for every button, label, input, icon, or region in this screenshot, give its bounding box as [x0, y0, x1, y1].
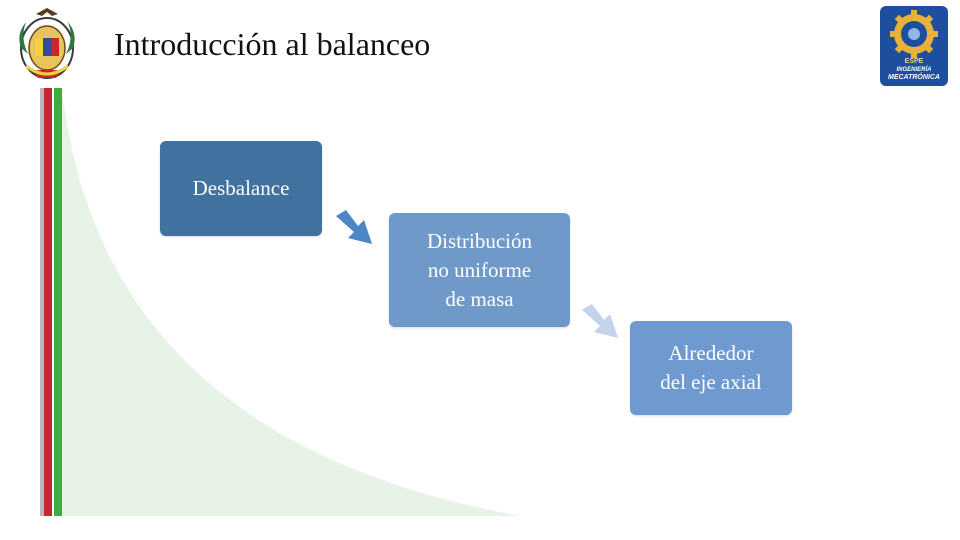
flow-step-3-label: Alrededor del eje axial: [660, 341, 762, 394]
page-title: Introducción al balanceo: [114, 26, 431, 62]
arrow-right-down-icon: [336, 210, 372, 244]
flow-step-2: Distribución no uniforme de masa: [389, 213, 570, 327]
grey-stripe: [40, 88, 44, 516]
coat-of-arms-icon: [19, 8, 75, 79]
white-stripe: [52, 88, 54, 516]
decorative-curve: [62, 88, 520, 516]
green-stripe: [54, 88, 62, 516]
logo-line-1: ESPE: [904, 58, 924, 65]
mechatronics-logo: ESPE INGENIERÍA MECATRÓNICA: [878, 4, 950, 93]
logo-line-3: MECATRÓNICA: [888, 74, 940, 81]
logo-line-2: INGENIERÍA: [896, 67, 932, 73]
flow-step-1-label: Desbalance: [192, 176, 290, 200]
mechatronics-gear-icon: [880, 6, 948, 86]
flow-step-3: Alrededor del eje axial: [630, 321, 792, 415]
flow-step-2-label: Distribución no uniforme de masa: [427, 228, 532, 311]
arrow-right-down-icon: [582, 304, 618, 338]
red-stripe: [44, 88, 52, 516]
flow-step-1: Desbalance: [160, 141, 322, 236]
